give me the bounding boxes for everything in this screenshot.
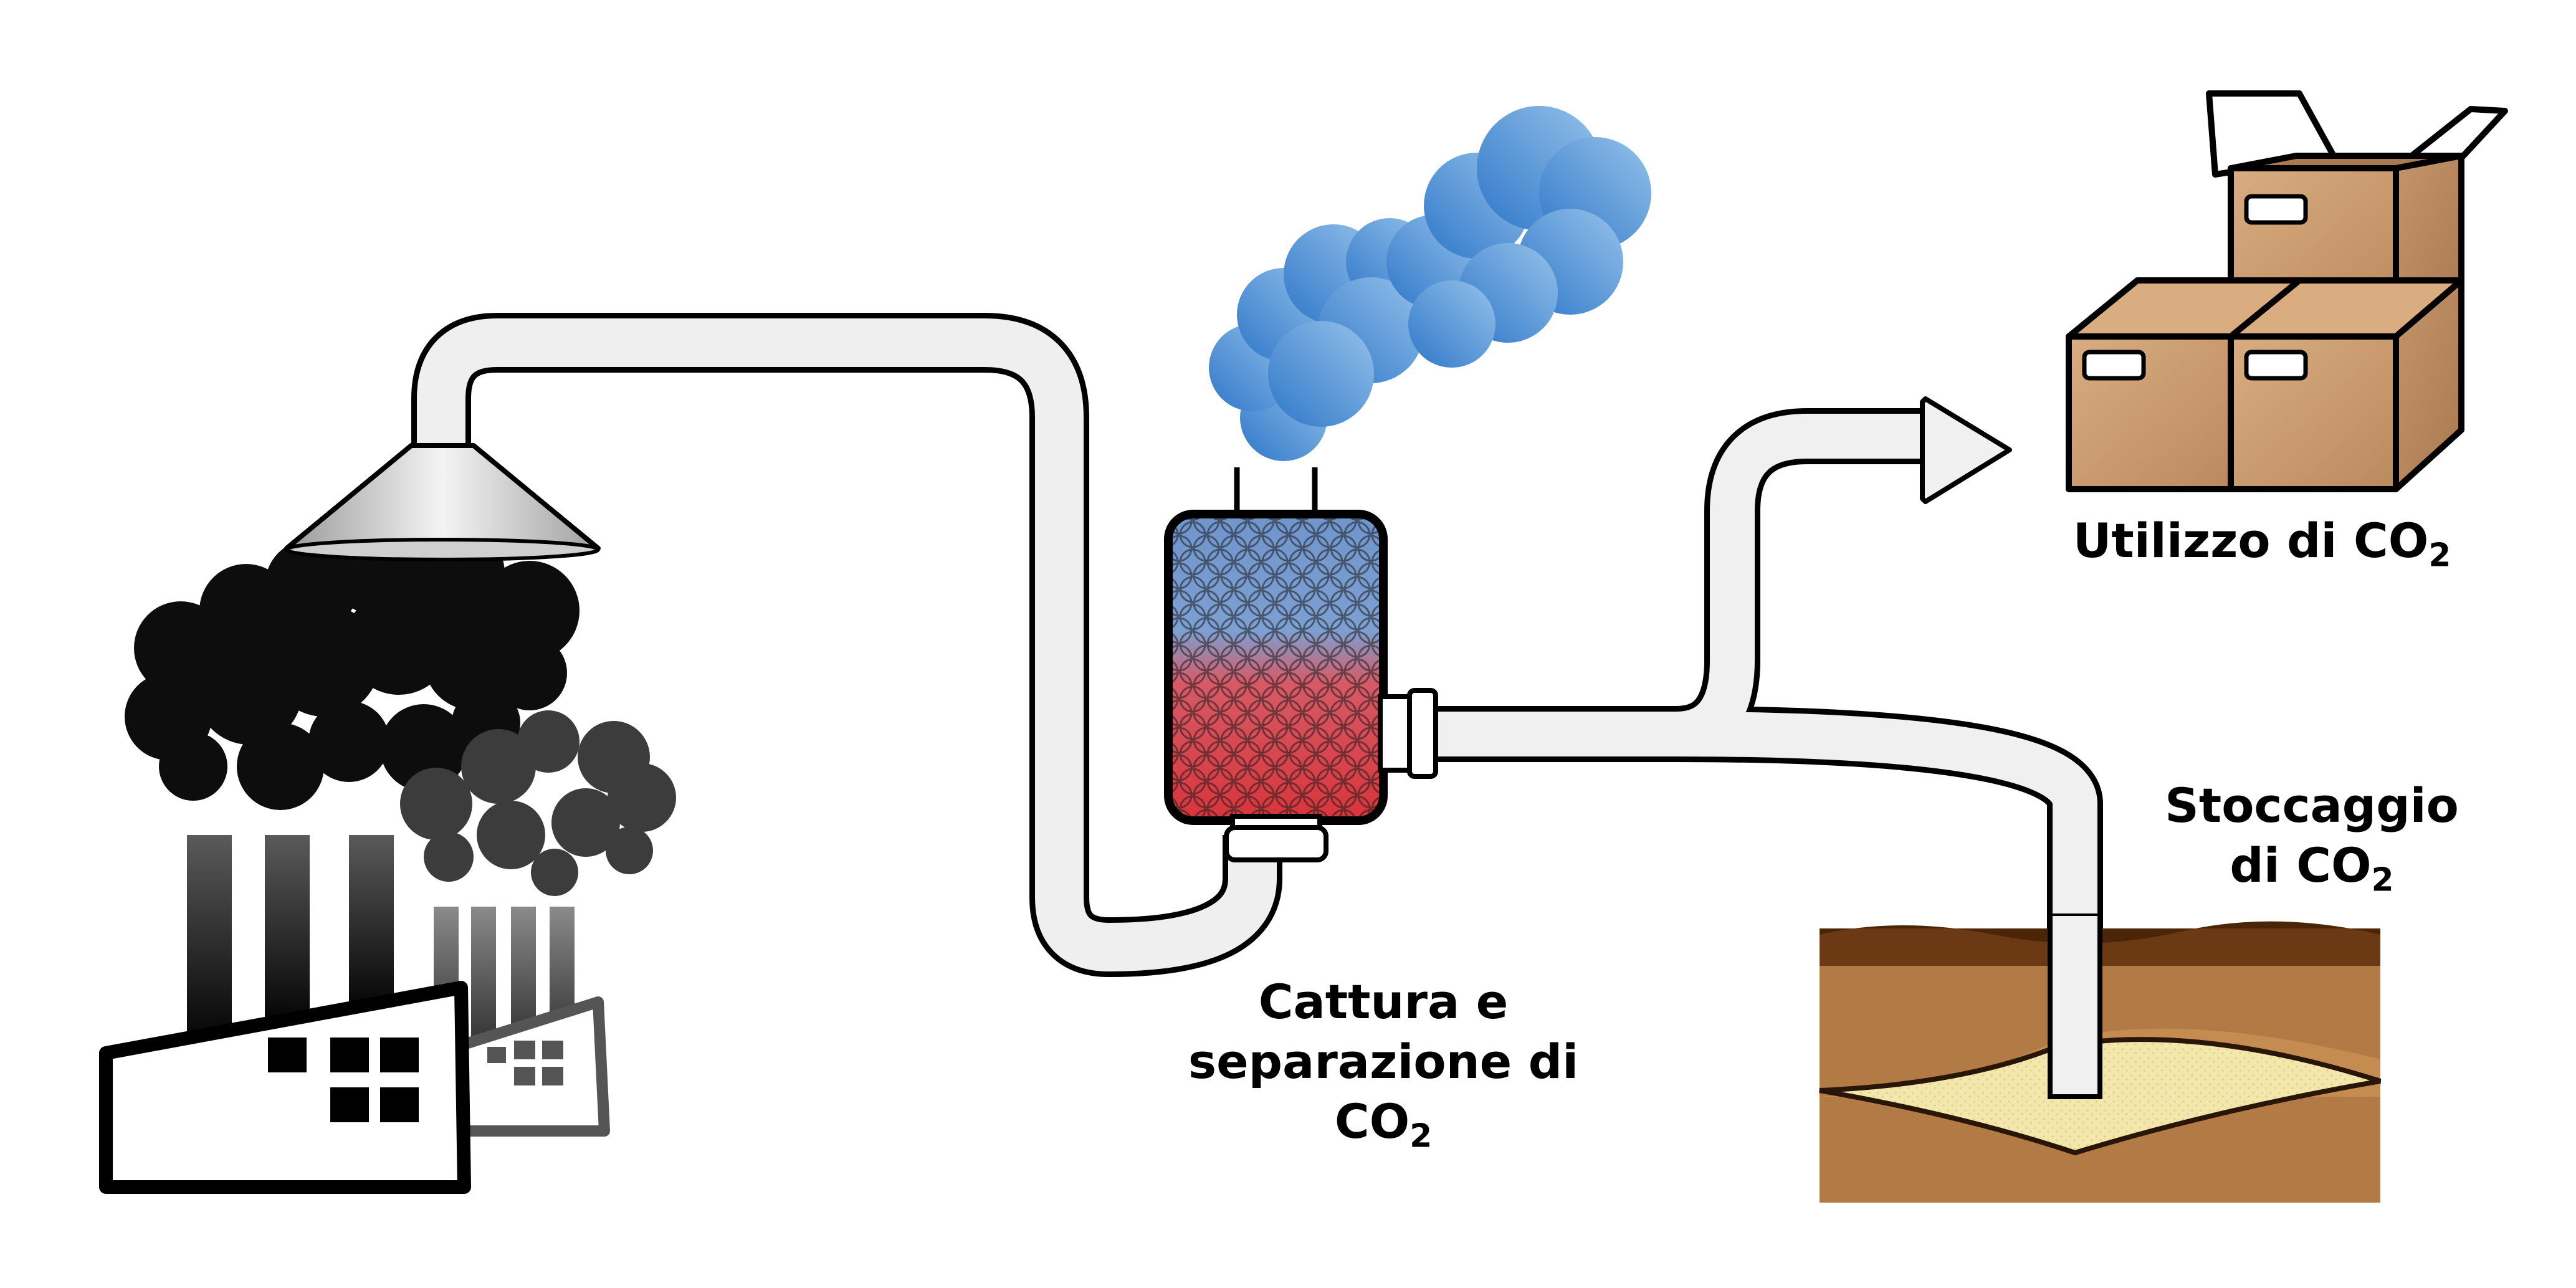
- box-bottom-right: [2228, 277, 2464, 492]
- capture-label-line1: Cattura e: [1258, 974, 1509, 1029]
- capture-label-line2: separazione di: [1188, 1034, 1579, 1089]
- co2-subscript: 2: [1410, 1117, 1433, 1155]
- co2-formula: CO: [1334, 1094, 1410, 1149]
- storage-label-line1: Stoccaggio: [2165, 778, 2459, 833]
- utilization-label-text: Utilizzo di: [2073, 513, 2354, 568]
- co2-formula: CO: [2353, 513, 2429, 568]
- storage-label: Stoccaggio di CO2: [2131, 776, 2493, 896]
- rear-building: [431, 996, 610, 1137]
- storage-label-prefix: di: [2230, 837, 2297, 893]
- capture-hood: [284, 443, 601, 561]
- co2-subscript: 2: [2371, 861, 2394, 899]
- grey-smoke: [400, 710, 676, 896]
- utilization-label: Utilizzo di CO2: [2056, 511, 2468, 571]
- storage-label-line2: di CO2: [2131, 836, 2493, 896]
- front-smokestacks: [187, 835, 394, 1041]
- co2-output-pipe: [1421, 396, 2103, 1098]
- front-building: [99, 981, 471, 1194]
- capture-separation-unit: [1164, 510, 1438, 862]
- geological-storage: [1819, 914, 2382, 1203]
- factory: [99, 835, 610, 1194]
- capture-label-formula: CO2: [1165, 1092, 1601, 1152]
- flue-gas-pipe: [411, 313, 1282, 977]
- co2-subscript: 2: [2428, 537, 2451, 575]
- co2-utilization-boxes: [2066, 90, 2508, 492]
- arrow-icon: [1920, 396, 2012, 504]
- co2-formula: CO: [2296, 837, 2372, 893]
- clean-air-cloud: [1209, 106, 1651, 461]
- capture-label: Cattura e separazione di CO2: [1165, 972, 1601, 1152]
